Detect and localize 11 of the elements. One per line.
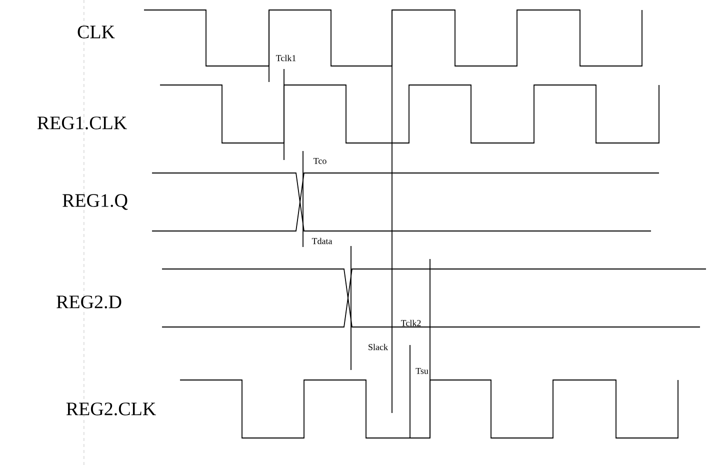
timing-label: Tclk1 xyxy=(276,54,296,62)
signal-name: REG2.CLK xyxy=(66,402,156,416)
timing-label: Tco xyxy=(313,158,326,164)
signal-name: CLK xyxy=(78,26,115,38)
timing-label: Tclk2 xyxy=(400,320,421,326)
timing-label: Slack xyxy=(368,344,388,350)
signal-name: REG1.CLK xyxy=(37,116,127,130)
timing-label: Tdata xyxy=(312,238,332,244)
signal-name: REG2.D xyxy=(56,296,122,308)
signal-name: REG1.Q xyxy=(62,194,128,210)
timing-label: Tsu xyxy=(416,368,428,374)
